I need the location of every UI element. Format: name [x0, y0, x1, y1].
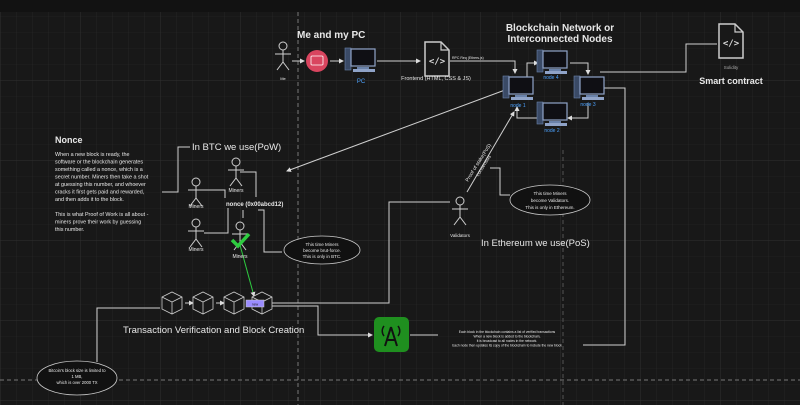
- nonce-heading: Nonce: [55, 135, 83, 145]
- network-title-2: Interconnected Nodes: [507, 34, 612, 45]
- svg-text:something called a nonce, whic: something called a nonce, which is a: [55, 167, 143, 173]
- miner-label: Miners: [232, 254, 248, 260]
- svg-text:This is only in Ethereum.: This is only in Ethereum.: [525, 205, 574, 210]
- wallet-icon[interactable]: [306, 50, 328, 72]
- block-icon[interactable]: [192, 291, 214, 315]
- blocks-title: Transaction Verification and Block Creat…: [123, 325, 304, 336]
- node-1-label: node 1: [510, 103, 526, 109]
- block-icon[interactable]: [223, 291, 245, 315]
- svg-text:This is what Proof of Work is: This is what Proof of Work is all about …: [55, 212, 149, 218]
- svg-text:this number.: this number.: [55, 227, 84, 233]
- check-icon: [230, 232, 251, 249]
- solidity-file-icon[interactable]: [718, 23, 744, 59]
- node-2-label: node 2: [544, 128, 560, 134]
- miner-label: Miners: [228, 188, 244, 194]
- block-size-cloud: Bitcoin's block size is limited to 1 MB,…: [36, 360, 118, 396]
- pc-label: PC: [357, 79, 366, 85]
- nonce-description: When a new block is ready, the software …: [55, 152, 149, 233]
- new-block-label: new: [252, 303, 259, 307]
- signal-glyph: [381, 325, 401, 337]
- svg-text:become Validators.: become Validators.: [531, 198, 569, 203]
- solidity-label: Solidity: [724, 65, 739, 70]
- svg-text:cracks it first gets paid and: cracks it first gets paid and rewarded,: [55, 190, 145, 196]
- frontend-code-file-icon[interactable]: [424, 41, 450, 77]
- svg-text:Bitcoin's block size is limite: Bitcoin's block size is limited to: [48, 368, 106, 373]
- svg-text:it is broadcast to all nodes i: it is broadcast to all nodes in the netw…: [477, 339, 538, 343]
- svg-text:When a new block is ready, the: When a new block is ready, the: [55, 152, 130, 158]
- wallet-glyph: [310, 55, 324, 66]
- svg-text:miners prove their work by gue: miners prove their work by guessing: [55, 220, 141, 226]
- nonce-value: nonce (0x00abcd12): [226, 202, 283, 208]
- antenna-glyph: [384, 326, 398, 347]
- svg-text:secret number. Miners then tak: secret number. Miners then take a shot: [55, 175, 149, 181]
- top-bar: [0, 0, 800, 12]
- svg-text:When a new block is added to t: When a new block is added to the blockch…: [474, 335, 541, 339]
- new-block-badge: [245, 299, 265, 308]
- validator-label: Validators: [450, 233, 470, 238]
- svg-text:1 MB,: 1 MB,: [72, 374, 83, 379]
- rpc-label: RPC Req (Ethers.js): [452, 56, 484, 60]
- actor-label: Me: [280, 76, 286, 81]
- svg-text:This time Miners: This time Miners: [533, 191, 567, 196]
- svg-text:which is over 2000 TX: which is over 2000 TX: [56, 380, 97, 385]
- pos-title: In Ethereum we use(PoS): [481, 238, 590, 249]
- svg-text:at guessing this number, and w: at guessing this number, and whoever: [55, 182, 146, 188]
- pow-title: In BTC we use(PoW): [192, 142, 281, 153]
- smart-contract-title: Smart contract: [699, 76, 763, 86]
- block-icon[interactable]: [161, 291, 183, 315]
- svg-text:software or the blockchain gen: software or the blockchain generates: [55, 160, 143, 166]
- node-4-label: node 4: [543, 75, 559, 81]
- svg-text:This time Miners: This time Miners: [305, 242, 339, 247]
- pow-cloud: This time Miners become brut-force. This…: [283, 235, 361, 265]
- network-title: Blockchain Network or: [506, 23, 614, 34]
- miner-label: Miners: [188, 247, 204, 253]
- miner-label: Miners: [188, 204, 204, 210]
- svg-text:and then adds it to the block.: and then adds it to the block.: [55, 197, 124, 203]
- node-3-label: node 3: [580, 102, 596, 108]
- broadcast-antenna-icon[interactable]: [374, 317, 409, 352]
- svg-text:Each block in the blockchain c: Each block in the blockchain contains a …: [459, 330, 556, 334]
- svg-text:become brut-force.: become brut-force.: [303, 248, 341, 253]
- frontend-label: Frontend (HTML, CSS & JS): [401, 76, 471, 82]
- user-title: Me and my PC: [297, 30, 365, 41]
- svg-text:This is only in BTC.: This is only in BTC.: [303, 254, 342, 259]
- connectors: [96, 43, 717, 362]
- pos-cloud: This time Miners become Validators. This…: [509, 184, 591, 216]
- svg-text:Each node then updates its cop: Each node then updates its copy of the b…: [452, 344, 562, 348]
- broadcast-description: Each block in the blockchain contains a …: [452, 330, 562, 348]
